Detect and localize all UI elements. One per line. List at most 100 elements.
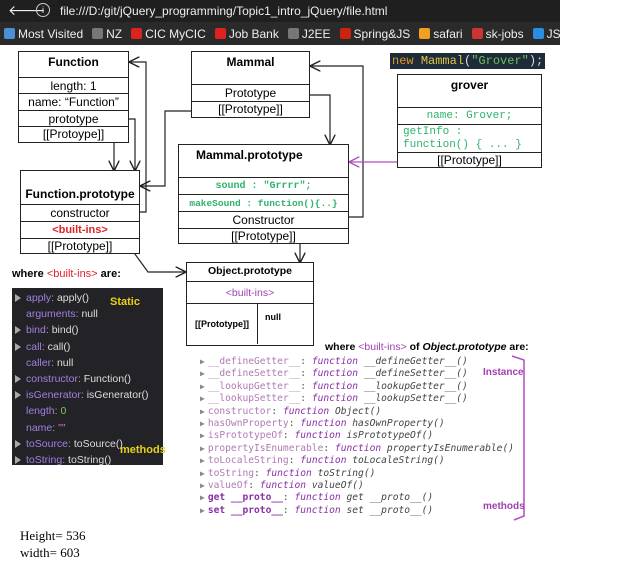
bookmark-item[interactable]: JS guide <box>532 27 560 41</box>
console-item[interactable]: caller: null <box>12 355 163 371</box>
object-builtins-caption: where <built-ins> of Object.prototype ar… <box>325 341 529 353</box>
function-keyword: function <box>311 356 359 367</box>
expand-triangle-icon[interactable] <box>15 294 21 302</box>
colon: : <box>51 356 57 369</box>
height-text: Height= 536 <box>20 528 86 543</box>
bookmark-icon <box>532 28 544 39</box>
expand-triangle-icon[interactable]: ▶ <box>200 431 205 441</box>
bookmark-item[interactable]: Job Bank <box>214 27 279 41</box>
prop-key: length <box>26 405 55 418</box>
expand-triangle-icon[interactable]: ▶ <box>200 381 205 391</box>
bookmark-label: Most Visited <box>18 26 84 41</box>
expand-triangle-icon[interactable] <box>15 326 21 335</box>
expand-triangle-icon[interactable]: ▶ <box>200 505 205 515</box>
console-item[interactable]: isGenerator: isGenerator() <box>12 387 163 403</box>
object-method-item[interactable]: ▶__lookupGetter__: function __lookupGett… <box>200 380 468 392</box>
expand-triangle-icon[interactable]: ▶ <box>200 493 205 503</box>
object-method-item[interactable]: ▶__defineGetter__: function __defineGett… <box>200 356 468 367</box>
prop-value: 0 <box>60 405 67 418</box>
console-item[interactable]: apply: apply() <box>12 290 163 306</box>
console-item[interactable]: call: call() <box>12 339 163 355</box>
expand-triangle-icon[interactable] <box>15 455 21 464</box>
box-row: [[Prototype]] <box>21 238 139 253</box>
console-item[interactable]: name: "" <box>12 420 163 436</box>
box-row: Prototype <box>192 84 309 101</box>
bookmark-item[interactable]: CIC MyCIC <box>131 27 206 41</box>
prop-key: isGenerator <box>26 389 81 402</box>
colon: : <box>62 453 69 466</box>
prop-key: arguments <box>26 308 76 321</box>
method-key: toString <box>207 467 255 479</box>
bookmark-icon <box>4 28 15 39</box>
method-key: isPrototypeOf <box>207 430 283 442</box>
bookmark-item[interactable]: sk-jobs <box>471 27 524 41</box>
bookmark-item[interactable]: NZ <box>92 27 122 41</box>
caption-builtins: <built-ins> <box>46 268 98 280</box>
prop-value: toSource() <box>73 437 123 450</box>
bookmark-item[interactable]: Spring&JS <box>339 27 410 41</box>
method-key: set __proto__ <box>207 504 283 516</box>
info-icon[interactable]: i <box>36 3 50 17</box>
box-title: Mammal.prototype <box>196 148 303 162</box>
caption-object: Object.prototype <box>422 341 507 353</box>
builtins-row: <built-ins> <box>21 221 139 238</box>
object-method-item[interactable]: ▶hasOwnProperty: function hasOwnProperty… <box>200 418 445 429</box>
object-method-item[interactable]: ▶valueOf: function valueOf() <box>200 480 364 491</box>
object-method-item[interactable]: ▶propertyIsEnumerable: function property… <box>200 442 514 454</box>
object-method-item[interactable]: ▶toLocaleString: function toLocaleString… <box>200 455 445 467</box>
bookmark-item[interactable]: Most Visited <box>4 27 83 41</box>
box-row: prototype <box>19 110 128 126</box>
colon: : <box>68 437 74 450</box>
box-row: name: “Function” <box>19 93 128 110</box>
method-key: hasOwnProperty <box>207 418 289 429</box>
method-value: isPrototypeOf() <box>346 430 434 442</box>
width-text: width= 603 <box>20 545 80 560</box>
prop-value: null <box>81 308 98 321</box>
method-key: toLocaleString <box>207 455 289 467</box>
url-text[interactable]: file:///D:/git/jQuery_programming/Topic1… <box>60 4 388 18</box>
console-item[interactable]: bind: bind() <box>12 322 163 338</box>
expand-triangle-icon[interactable] <box>15 342 21 351</box>
object-method-item[interactable]: ▶__defineSetter__: function __defineSett… <box>200 368 468 380</box>
expand-triangle-icon[interactable]: ▶ <box>200 456 205 466</box>
expand-triangle-icon[interactable]: ▶ <box>200 369 205 379</box>
grover-box: grover name: Grover; getInfo : function(… <box>397 74 542 168</box>
expand-triangle-icon[interactable] <box>15 439 21 448</box>
box-title: grover <box>450 78 489 92</box>
object-method-item[interactable]: ▶__lookupSetter__: function __lookupSett… <box>200 393 468 405</box>
function-keyword: function <box>294 430 341 442</box>
object-method-item[interactable]: ▶toString: function toString() <box>200 467 376 479</box>
expand-triangle-icon[interactable]: ▶ <box>200 443 205 453</box>
expand-triangle-icon[interactable]: ▶ <box>200 394 205 404</box>
caption-text: where <box>325 341 359 353</box>
bookmark-item[interactable]: safari <box>419 27 463 41</box>
expand-triangle-icon[interactable] <box>15 374 21 383</box>
console-item[interactable]: toString: toString() <box>12 452 163 468</box>
expand-triangle-icon[interactable]: ▶ <box>200 481 205 490</box>
bookmark-item[interactable]: J2EE <box>287 27 331 41</box>
arrow-fproto-proto-link <box>131 249 185 272</box>
expand-triangle-icon[interactable]: ▶ <box>200 357 205 366</box>
prop-value: apply() <box>56 292 90 304</box>
console-item[interactable]: length: 0 <box>12 403 163 419</box>
expand-triangle-icon[interactable]: ▶ <box>200 419 205 428</box>
bookmark-label: CIC MyCIC <box>145 26 206 41</box>
mammal-box: Mammal Prototype [[Prototype]] <box>191 51 310 118</box>
expand-triangle-icon[interactable]: ▶ <box>200 406 205 416</box>
function-keyword: function <box>311 380 359 392</box>
console-item[interactable]: arguments: null <box>12 306 163 322</box>
object-method-item[interactable]: ▶constructor: function Object() <box>200 405 382 417</box>
static-label: Static <box>110 296 140 308</box>
object-method-item[interactable]: ▶set __proto__: function set __proto__() <box>200 504 434 516</box>
object-method-item[interactable]: ▶get __proto__: function get __proto__() <box>200 492 434 504</box>
expand-triangle-icon[interactable]: ▶ <box>200 468 205 478</box>
method-key: get __proto__ <box>207 492 283 504</box>
expand-triangle-icon[interactable] <box>15 391 21 400</box>
box-row: [[Prototype]] <box>398 152 541 167</box>
arrow-mammal-proto-link <box>141 110 197 186</box>
object-method-item[interactable]: ▶isPrototypeOf: function isPrototypeOf() <box>200 430 434 442</box>
function-keyword: function <box>282 405 330 417</box>
console-item[interactable]: toSource: toSource() <box>12 436 163 452</box>
console-item[interactable]: constructor: Function() <box>12 371 163 387</box>
bookmark-icon <box>339 28 351 39</box>
